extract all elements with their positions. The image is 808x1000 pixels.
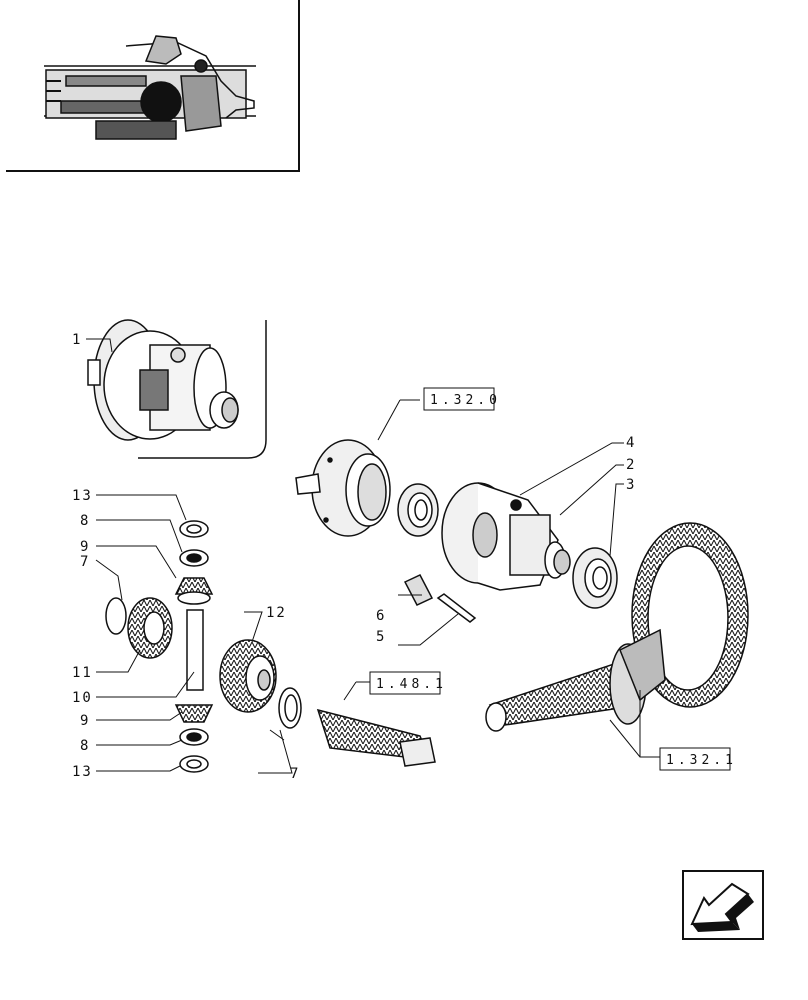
part-label-1: 1 <box>72 332 82 348</box>
ref-label-1-32-0[interactable]: 1.32.0 <box>430 393 501 408</box>
tractor-overview-icon <box>44 35 256 140</box>
ref-box-1-48-1[interactable] <box>369 671 441 695</box>
part-label-5: 5 <box>376 629 386 645</box>
part-label-8-top: 8 <box>80 513 90 529</box>
differential-assembly-inset <box>87 319 267 459</box>
overview-thumbnail-frame <box>6 0 300 172</box>
bearing-4 <box>397 483 439 537</box>
part-label-13-top: 13 <box>72 488 93 504</box>
part-label-9-top: 9 <box>80 539 90 555</box>
differential-housing-flange <box>295 439 391 537</box>
crown-wheel-and-pinion <box>485 522 749 732</box>
part-label-13-bottom: 13 <box>72 764 93 780</box>
part-label-10: 10 <box>72 690 93 706</box>
differential-case-2 <box>441 482 571 591</box>
part-label-2: 2 <box>626 457 636 473</box>
ref-box-1-32-0[interactable] <box>423 387 495 411</box>
back-arrow-icon <box>690 882 754 932</box>
part-label-7-left: 7 <box>80 554 90 570</box>
part-label-11: 11 <box>72 665 93 681</box>
ref-label-1-48-1[interactable]: 1.48.1 <box>376 677 447 692</box>
part-label-7-right: 7 <box>290 766 300 782</box>
part-label-3: 3 <box>626 477 636 493</box>
back-nav-button[interactable] <box>682 870 764 940</box>
ref-label-1-32-1[interactable]: 1.32.1 <box>666 753 737 768</box>
part-label-9-bottom: 9 <box>80 713 90 729</box>
pin-6 <box>403 574 434 606</box>
bearing-3 <box>572 547 618 609</box>
part-label-8-bottom: 8 <box>80 738 90 754</box>
ref-box-1-32-1[interactable] <box>659 747 731 771</box>
splined-half-shaft <box>316 708 436 767</box>
thrust-washer-7b <box>278 687 302 729</box>
planet-gear-stack <box>105 520 214 773</box>
part-label-6: 6 <box>376 608 386 624</box>
part-label-12: 12 <box>266 605 287 621</box>
shaft-pin-5 <box>436 593 477 623</box>
leader-lines <box>86 338 660 774</box>
part-label-4: 4 <box>626 435 636 451</box>
side-gear-12 <box>219 639 277 713</box>
